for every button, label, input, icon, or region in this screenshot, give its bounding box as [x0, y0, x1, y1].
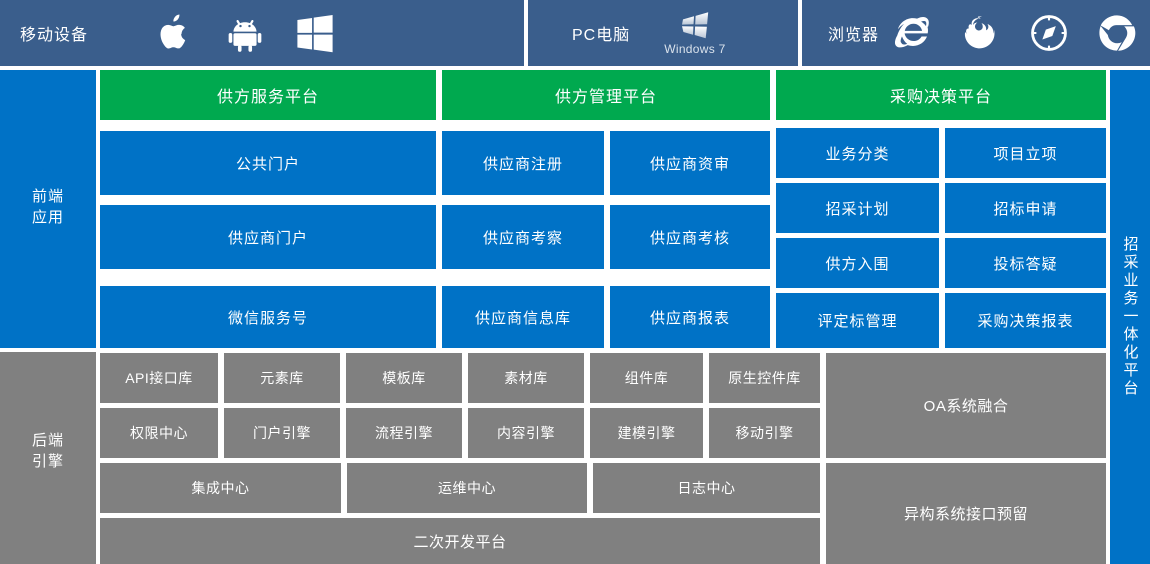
- apple-icon: [140, 0, 210, 66]
- tile-supplier-portal[interactable]: 供应商门户: [100, 205, 436, 269]
- rail-frontend: 前端 应用: [0, 70, 96, 348]
- tile-log-center[interactable]: 日志中心: [593, 463, 820, 513]
- tile-supplier-report[interactable]: 供应商报表: [610, 286, 770, 348]
- tile-permission-center[interactable]: 权限中心: [100, 408, 218, 458]
- tile-business-category[interactable]: 业务分类: [776, 128, 939, 178]
- chrome-icon: [1083, 0, 1150, 66]
- tile-supplier-database[interactable]: 供应商信息库: [442, 286, 604, 348]
- tile-supplier-shortlist[interactable]: 供方入围: [776, 238, 939, 288]
- tile-material-library[interactable]: 素材库: [468, 353, 584, 403]
- rail-frontend-label: 前端 应用: [0, 186, 96, 228]
- header-divider-1: [524, 0, 528, 66]
- header-segment-mobile: 移动设备: [0, 0, 524, 66]
- header-segment-pc: PC电脑 Windows 7: [528, 0, 798, 66]
- header-segment-browser: 浏览器: [802, 0, 1150, 66]
- tile-content-engine[interactable]: 内容引擎: [468, 408, 584, 458]
- platform-header-purchase-decision[interactable]: 采购决策平台: [776, 70, 1106, 120]
- tile-supplier-assessment[interactable]: 供应商考核: [610, 205, 770, 269]
- internet-explorer-icon: [879, 0, 947, 66]
- pc-label: PC电脑: [572, 27, 631, 44]
- tile-integration-center[interactable]: 集成中心: [100, 463, 341, 513]
- tile-purchase-decision-report[interactable]: 采购决策报表: [945, 293, 1106, 348]
- platform-header-supplier-manage[interactable]: 供方管理平台: [442, 70, 770, 120]
- tile-procurement-plan[interactable]: 招采计划: [776, 183, 939, 233]
- tile-portal-engine[interactable]: 门户引擎: [224, 408, 340, 458]
- tile-project-initiation[interactable]: 项目立项: [945, 128, 1106, 178]
- safari-icon: [1015, 0, 1083, 66]
- windows7-icon: Windows 7: [664, 11, 725, 56]
- tile-supplier-inspection[interactable]: 供应商考察: [442, 205, 604, 269]
- tile-secondary-dev-platform[interactable]: 二次开发平台: [100, 518, 820, 564]
- tile-wechat-service[interactable]: 微信服务号: [100, 286, 436, 348]
- tile-native-control-library[interactable]: 原生控件库: [709, 353, 820, 403]
- platform-header-row: 供方服务平台 供方管理平台 采购决策平台: [100, 70, 1106, 120]
- browser-icon-group: [879, 0, 1150, 66]
- tile-component-library[interactable]: 组件库: [590, 353, 703, 403]
- tile-oa-integration[interactable]: OA系统融合: [826, 353, 1106, 458]
- rail-frontend-line2: 应用: [31, 209, 64, 226]
- browser-label: 浏览器: [828, 27, 880, 44]
- rail-backend: 后端 引擎: [0, 352, 96, 564]
- windows7-caption: Windows 7: [664, 41, 726, 56]
- rail-frontend-line1: 前端: [31, 188, 64, 205]
- mobile-label: 移动设备: [20, 27, 89, 44]
- firefox-icon: [947, 0, 1015, 66]
- platform-header-supplier-service[interactable]: 供方服务平台: [100, 70, 436, 120]
- android-icon: [210, 0, 280, 66]
- tile-supplier-qualification[interactable]: 供应商资审: [610, 131, 770, 195]
- tile-operation-center[interactable]: 运维中心: [347, 463, 587, 513]
- mobile-icon-group: [140, 0, 350, 66]
- tile-evaluation-management[interactable]: 评定标管理: [776, 293, 939, 348]
- backend-section: API接口库 元素库 模板库 素材库 组件库 原生控件库 权限中心 门户引擎 流…: [100, 352, 1106, 564]
- header-divider-2: [798, 0, 802, 66]
- windows-icon: [280, 0, 350, 66]
- tile-supplier-register[interactable]: 供应商注册: [442, 131, 604, 195]
- frontend-section: 供方服务平台 供方管理平台 采购决策平台 公共门户 供应商门户 微信服务号 供应…: [100, 70, 1106, 348]
- tile-modeling-engine[interactable]: 建模引擎: [590, 408, 703, 458]
- tile-element-library[interactable]: 元素库: [224, 353, 340, 403]
- tile-api-library[interactable]: API接口库: [100, 353, 218, 403]
- tile-bid-application[interactable]: 招标申请: [945, 183, 1106, 233]
- rail-backend-line1: 后端: [31, 432, 64, 449]
- tile-bid-clarification[interactable]: 投标答疑: [945, 238, 1106, 288]
- tile-heterogeneous-interface[interactable]: 异构系统接口预留: [826, 463, 1106, 564]
- tile-public-portal[interactable]: 公共门户: [100, 131, 436, 195]
- diagram-body: 前端 应用 后端 引擎 招采业务一体化平台 供方服务平台 供方管理平台 采购决策…: [0, 66, 1150, 564]
- vertical-banner: 招采业务一体化平台: [1110, 70, 1150, 564]
- tile-mobile-engine[interactable]: 移动引擎: [709, 408, 820, 458]
- tile-process-engine[interactable]: 流程引擎: [346, 408, 462, 458]
- device-header: 移动设备: [0, 0, 1150, 66]
- rail-backend-label: 后端 引擎: [0, 430, 96, 472]
- rail-backend-line2: 引擎: [31, 453, 64, 470]
- tile-template-library[interactable]: 模板库: [346, 353, 462, 403]
